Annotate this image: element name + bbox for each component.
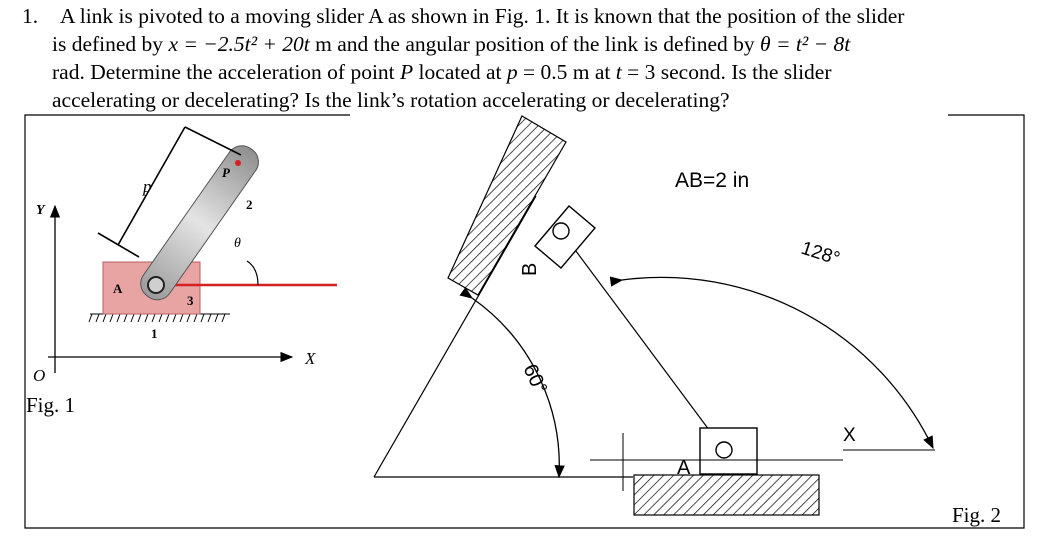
- fig2-diagram: AB=2 in B A 128° 60° X Fig. 2: [373, 115, 1001, 527]
- problem-number: 1.: [22, 4, 39, 28]
- fig1-diagram: Y X O A P p θ 1 2 3 Fig. 1: [26, 126, 337, 417]
- ground-wall: [633, 474, 820, 516]
- pin-a2: [715, 441, 733, 459]
- label-a-fig2: A: [677, 457, 691, 479]
- problem-line-4: accelerating or decelerating? Is the lin…: [52, 86, 730, 114]
- label-a: A: [113, 281, 123, 296]
- link-bar: [140, 145, 259, 301]
- arc-128: [609, 276, 934, 450]
- text-segment: A link is pivoted to a moving slider A a…: [60, 4, 905, 28]
- ground-hatch: [88, 313, 230, 323]
- point-p: [235, 160, 241, 166]
- text-segment: m and the angular position of the link i…: [309, 32, 761, 56]
- label-y: Y: [36, 203, 46, 218]
- angle-equation: θ = t² − 8t: [760, 32, 851, 56]
- text-segment: rad. Determine the acceleration of point: [52, 60, 401, 84]
- incline-line: [373, 195, 537, 478]
- problem-line-3: rad. Determine the acceleration of point…: [52, 58, 832, 86]
- math-symbol: P: [400, 60, 414, 84]
- fig2-caption: Fig. 2: [952, 503, 1001, 527]
- arc-60: [459, 287, 565, 479]
- label-theta: θ: [234, 236, 241, 251]
- figure-frame: [24, 114, 1025, 529]
- problem-line-2: is defined by x = −2.5t² + 20t m and the…: [52, 30, 850, 58]
- angle-128-label: 128°: [798, 238, 842, 270]
- label-x-fig2: X: [843, 425, 856, 446]
- label-p-point: P: [222, 165, 231, 180]
- label-2: 2: [246, 197, 253, 212]
- text-segment: accelerating or decelerating? Is the lin…: [52, 88, 730, 112]
- link-ab: [560, 230, 725, 451]
- label-x: X: [304, 349, 316, 368]
- math-symbol: p: [506, 60, 518, 84]
- text-segment: located at: [413, 60, 507, 84]
- label-1: 1: [151, 326, 158, 341]
- label-b: B: [519, 263, 541, 276]
- slider-position-equation: x = −2.5t² + 20t: [168, 32, 310, 56]
- theta-arc: [246, 260, 259, 286]
- math-symbol: t: [615, 60, 622, 84]
- angle-60-label: 60°: [518, 361, 551, 398]
- label-p-length: p: [142, 177, 152, 196]
- text-segment: = 0.5 m at: [517, 60, 616, 84]
- text-segment: is defined by: [52, 32, 169, 56]
- text-segment: = 3 second. Is the slider: [621, 60, 832, 84]
- problem-line-1: A link is pivoted to a moving slider A a…: [60, 2, 904, 30]
- pin-b: [552, 222, 570, 240]
- fig1-caption: Fig. 1: [26, 393, 75, 417]
- label-ab-length: AB=2 in: [675, 169, 749, 192]
- label-o: O: [33, 366, 45, 385]
- inclined-wall: [447, 115, 567, 296]
- pin-a: [147, 276, 165, 294]
- label-3: 3: [187, 293, 194, 308]
- dimension-p: [97, 126, 242, 258]
